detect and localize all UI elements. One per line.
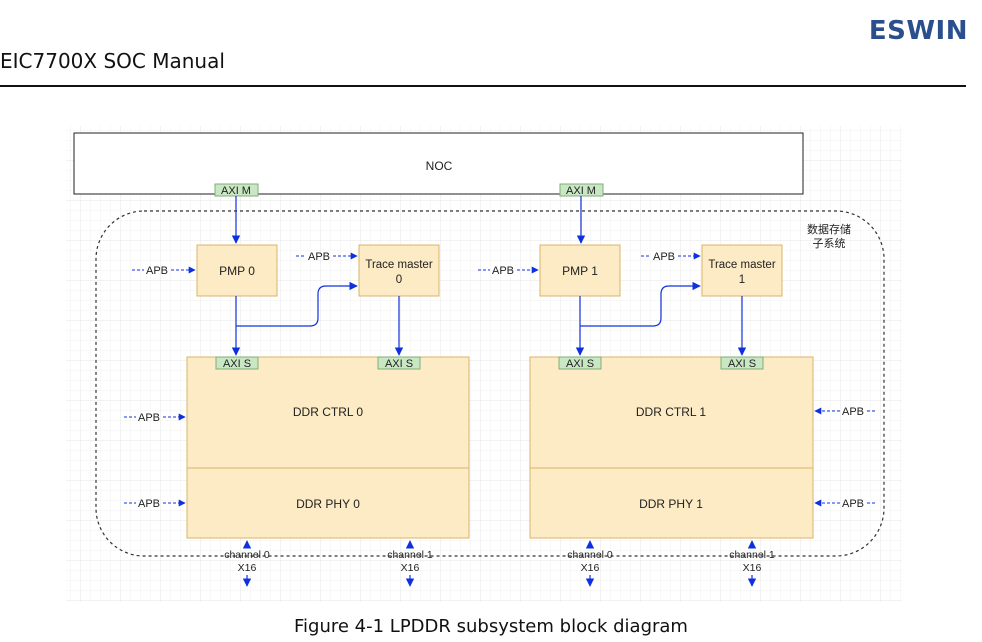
svg-text:APB: APB xyxy=(653,251,675,263)
apb-to-trace0: APB xyxy=(296,251,358,263)
trace-master-1-label: Trace master xyxy=(708,259,775,271)
figure-caption: Figure 4-1 LPDDR subsystem block diagram xyxy=(294,616,688,637)
pmp0-to-trace0-arrow xyxy=(236,281,358,327)
svg-text:AXI S: AXI S xyxy=(385,358,413,370)
subsystem-label-line1: 数据存储 xyxy=(807,222,851,236)
axi-m-port-0: AXI M xyxy=(214,183,259,197)
phy0-channel0: channel 0 X16 xyxy=(224,540,270,587)
svg-text:channel 1: channel 1 xyxy=(387,549,433,561)
apb-to-pmp1: APB xyxy=(478,265,539,277)
ddr-ctrl-0-block xyxy=(186,356,470,469)
axi-s-port-ctrl0-left: AXI S xyxy=(215,356,259,370)
axi-m-port-1: AXI M xyxy=(559,183,604,197)
svg-text:X16: X16 xyxy=(401,562,420,574)
svg-text:AXI M: AXI M xyxy=(566,185,596,197)
axi-s-port-ctrl1-left: AXI S xyxy=(558,356,602,370)
svg-text:AXI S: AXI S xyxy=(728,358,756,370)
axi-s-port-ctrl1-right: AXI S xyxy=(720,356,764,370)
pmp-1-label: PMP 1 xyxy=(562,264,598,278)
header-rule xyxy=(0,85,966,87)
svg-text:APB: APB xyxy=(842,406,864,418)
apb-to-ddr-ctrl0: APB xyxy=(124,412,186,424)
apb-to-trace1: APB xyxy=(641,251,701,263)
trace-master-0-index: 0 xyxy=(396,274,402,286)
phy0-channel1: channel 1 X16 xyxy=(387,540,433,587)
subsystem-label-line2: 子系统 xyxy=(813,237,846,250)
pmp-0-label: PMP 0 xyxy=(219,264,255,278)
svg-text:X16: X16 xyxy=(743,562,762,574)
svg-text:APB: APB xyxy=(308,251,330,263)
ddr-phy-0-label: DDR PHY 0 xyxy=(296,497,360,511)
apb-to-pmp0: APB xyxy=(132,265,196,277)
trace-master-0-label: Trace master xyxy=(365,259,432,271)
svg-text:APB: APB xyxy=(138,498,160,510)
svg-text:AXI S: AXI S xyxy=(223,358,251,370)
apb-to-ddr-ctrl1: APB xyxy=(814,406,876,418)
lpddr-block-diagram: NOC 数据存储 子系统 AXI M AXI M PMP 0 PMP 1 Tra… xyxy=(66,126,902,602)
noc-block xyxy=(73,132,804,195)
svg-text:channel 0: channel 0 xyxy=(224,549,270,561)
pmp1-to-trace1-arrow xyxy=(580,281,701,327)
axi-s-port-ctrl0-right: AXI S xyxy=(377,356,421,370)
ddr-phy-1-label: DDR PHY 1 xyxy=(639,497,703,511)
phy1-channel0: channel 0 X16 xyxy=(567,540,613,587)
svg-text:APB: APB xyxy=(138,412,160,424)
svg-text:channel 1: channel 1 xyxy=(729,549,775,561)
ddr-ctrl-1-label: DDR CTRL 1 xyxy=(636,405,707,419)
svg-text:channel 0: channel 0 xyxy=(567,549,613,561)
svg-text:APB: APB xyxy=(842,498,864,510)
ddr-phy-1-block xyxy=(529,467,814,539)
pmp-0-block xyxy=(196,244,278,297)
trace-master-1-index: 1 xyxy=(739,274,745,286)
ddr-ctrl-0-label: DDR CTRL 0 xyxy=(293,405,364,419)
ddr-ctrl-1-block xyxy=(529,356,814,469)
svg-text:AXI S: AXI S xyxy=(566,358,594,370)
svg-text:AXI M: AXI M xyxy=(221,185,251,197)
svg-text:X16: X16 xyxy=(581,562,600,574)
document-title: EIC7700X SOC Manual xyxy=(0,49,225,73)
svg-text:APB: APB xyxy=(146,265,168,277)
apb-to-ddr-phy0: APB xyxy=(124,498,186,510)
svg-text:X16: X16 xyxy=(238,562,257,574)
phy1-channel1: channel 1 X16 xyxy=(729,540,775,587)
ddr-phy-0-block xyxy=(186,467,470,539)
apb-to-ddr-phy1: APB xyxy=(814,498,876,510)
noc-label: NOC xyxy=(426,159,453,173)
svg-text:APB: APB xyxy=(492,265,514,277)
brand-logo: ESWIN xyxy=(868,16,968,46)
